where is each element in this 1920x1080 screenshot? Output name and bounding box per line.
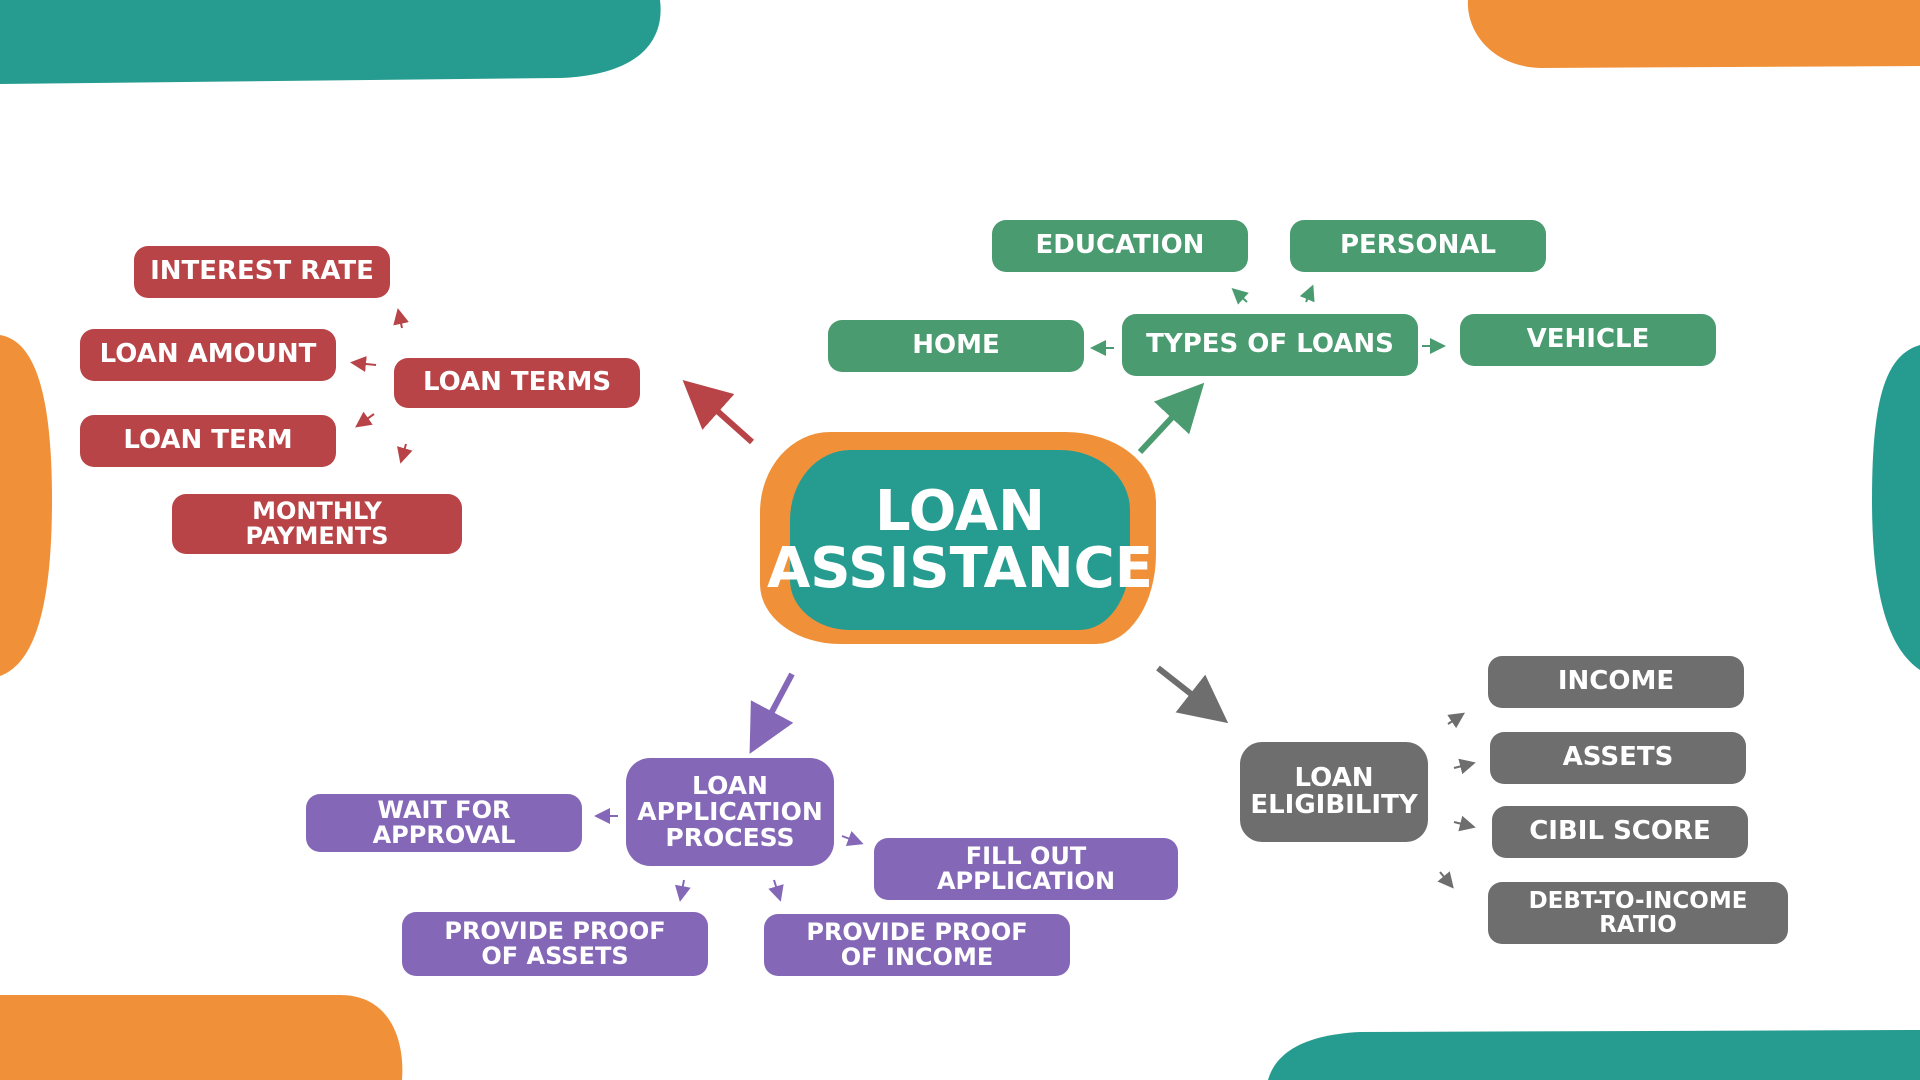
arrow-app-fill (841, 830, 864, 846)
loan-terms-node: LOAN TERMS (394, 358, 640, 408)
cibil-score-node: CIBIL SCORE (1492, 806, 1748, 858)
arrow-terms-monthly (397, 443, 413, 464)
types-of-loans-node: TYPES OF LOANS (1122, 314, 1418, 376)
blob-bottom-left (0, 995, 403, 1080)
wait-for-approval-node: WAIT FOR APPROVAL (306, 794, 582, 852)
personal-node: PERSONAL (1290, 220, 1546, 272)
proof-of-income-node: PROVIDE PROOF OF INCOME (764, 914, 1070, 976)
home-node: HOME (828, 320, 1084, 372)
proof-of-assets-node: PROVIDE PROOF OF ASSETS (402, 912, 708, 976)
loan-amount-node: LOAN AMOUNT (80, 329, 336, 381)
arrow-elig-income (1447, 712, 1465, 729)
arrow-types-personal (1299, 284, 1315, 303)
arrow-center-to-types-of-loans (1137, 382, 1205, 455)
arrow-app-income (768, 879, 784, 902)
arrow-terms-term (355, 411, 375, 428)
blob-left (0, 335, 52, 676)
assets-node: ASSETS (1490, 732, 1746, 784)
interest-rate-node: INTEREST RATE (134, 246, 390, 298)
arrow-types-education (1231, 287, 1249, 305)
fill-out-application-node: FILL OUT APPLICATION (874, 838, 1178, 900)
blob-top-right (1467, 0, 1920, 68)
arrow-center-to-loan-terms (682, 380, 754, 445)
blob-top-left (0, 0, 661, 84)
application-process-node: LOAN APPLICATION PROCESS (626, 758, 834, 866)
arrow-center-to-eligibility (1156, 665, 1229, 724)
debt-to-income-node: DEBT-TO-INCOME RATIO (1488, 882, 1788, 944)
arrow-terms-amount (350, 356, 377, 372)
arrow-elig-assets (1453, 758, 1476, 775)
blob-bottom-right (1268, 1030, 1920, 1080)
arrow-app-assets (674, 879, 691, 902)
arrow-terms-interest (393, 308, 409, 329)
center-node: LOAN ASSISTANCE (767, 450, 1153, 630)
blob-right (1872, 345, 1920, 670)
arrow-elig-debt (1437, 871, 1454, 889)
arrow-elig-cibil (1453, 815, 1476, 832)
arrow-center-to-application (749, 672, 795, 754)
loan-term-node: LOAN TERM (80, 415, 336, 467)
vehicle-node: VEHICLE (1460, 314, 1716, 366)
eligibility-node: LOAN ELIGIBILITY (1240, 742, 1428, 842)
monthly-payments-node: MONTHLY PAYMENTS (172, 494, 462, 554)
income-node: INCOME (1488, 656, 1744, 708)
education-node: EDUCATION (992, 220, 1248, 272)
